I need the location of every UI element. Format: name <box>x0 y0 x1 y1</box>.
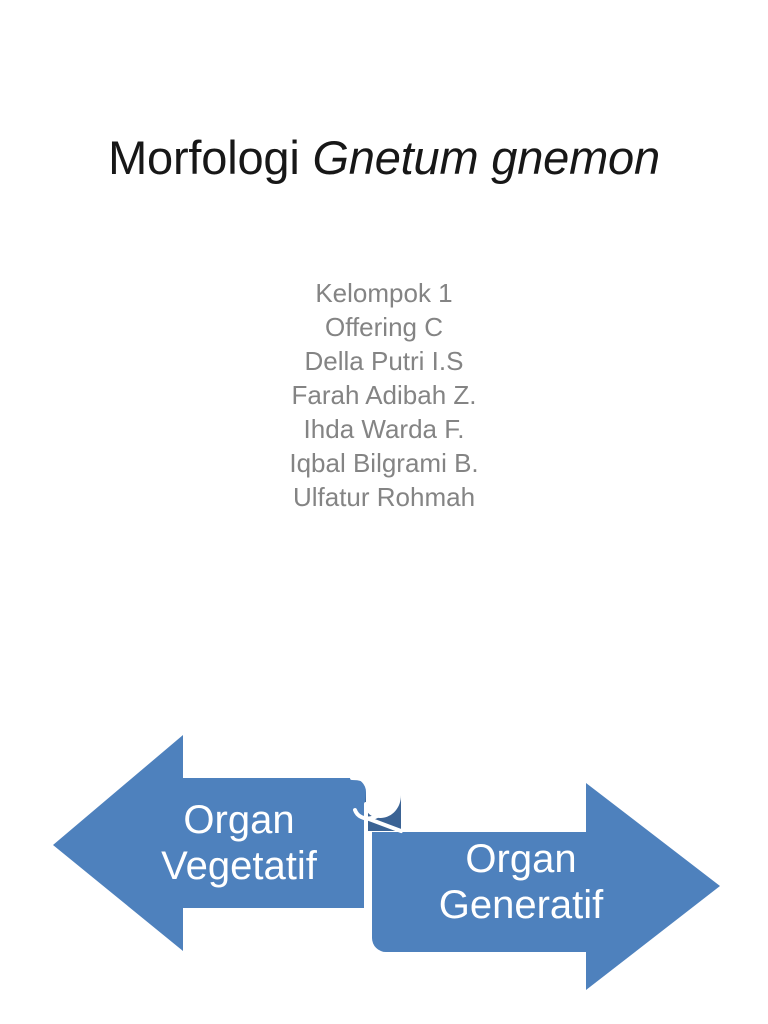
ribbon-curl-inner-edge <box>367 817 403 833</box>
list-item: Della Putri I.S <box>304 346 464 376</box>
list-item: Iqbal Bilgrami B. <box>289 448 479 478</box>
ribbon-curl-icon <box>350 776 403 910</box>
title-species-name: Gnetum gnemon <box>312 131 660 184</box>
left-arrow-label: Organ Vegetatif <box>161 798 318 888</box>
left-arrow-label-line1: Organ <box>183 798 294 842</box>
right-arrow-label: Organ Generatif <box>439 837 604 927</box>
page-title: Morfologi Gnetum gnemon <box>60 132 708 184</box>
right-arrow-body-icon <box>372 783 720 990</box>
title-text-line: Morfologi Gnetum gnemon <box>60 132 708 184</box>
left-arrow-body-icon <box>53 735 366 951</box>
right-arrow-label-line2: Generatif <box>439 883 604 927</box>
list-item: Kelompok 1 <box>315 278 453 308</box>
organ-arrows-diagram: Organ Vegetatif Organ Generatif <box>0 700 768 1024</box>
right-arrow-label-line1: Organ <box>465 837 576 881</box>
list-item: Ihda Warda F. <box>303 414 465 444</box>
ribbon-curl-highlight <box>350 776 386 821</box>
title-plain-part: Morfologi <box>108 131 313 184</box>
list-item: Offering C <box>324 312 443 342</box>
left-arrow-shape <box>53 735 366 951</box>
author-list: Kelompok 1 Offering C Della Putri I.S Fa… <box>84 276 684 514</box>
list-item: Farah Adibah Z. <box>291 380 477 410</box>
right-arrow-shape <box>372 783 720 990</box>
list-item: Ulfatur Rohmah <box>292 482 476 512</box>
left-arrow-label-line2: Vegetatif <box>161 844 318 888</box>
